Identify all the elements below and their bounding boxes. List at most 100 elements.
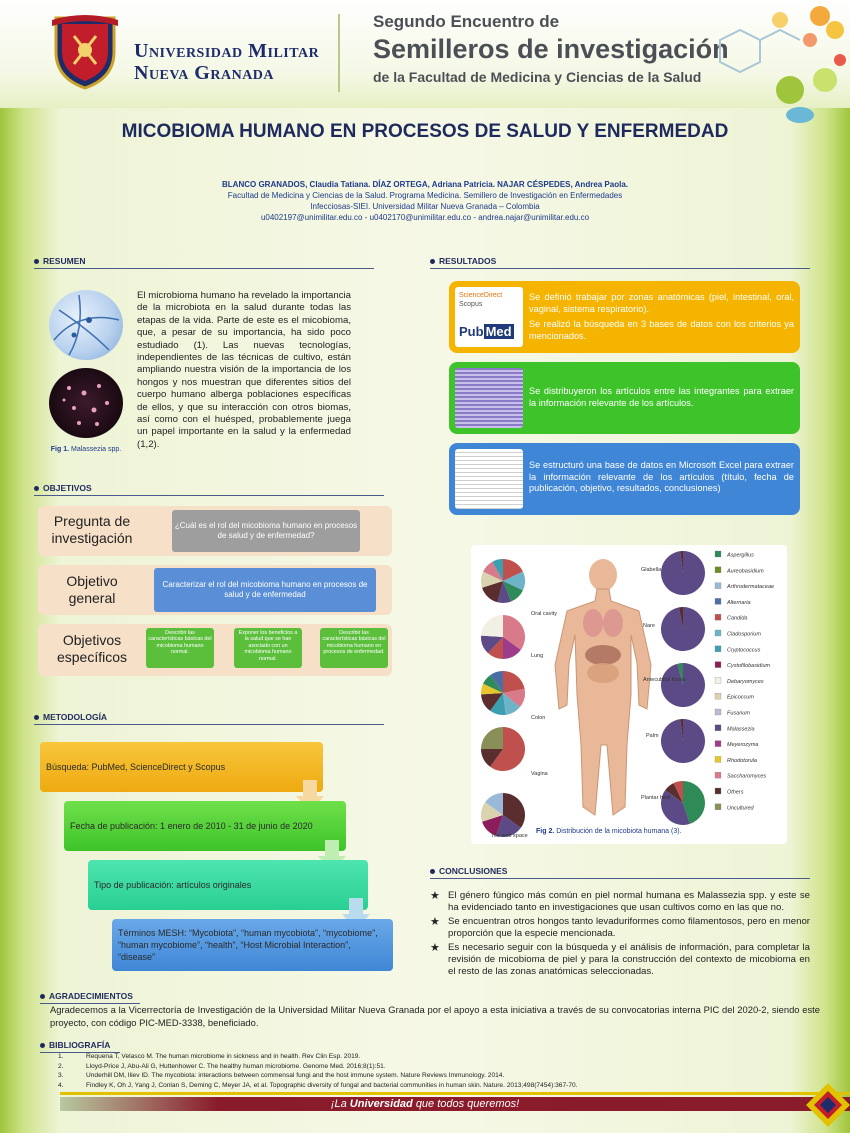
pie-slice [490, 727, 525, 771]
pie-slice [677, 663, 683, 685]
pie-slice [481, 615, 503, 637]
corner-decoration [806, 1083, 850, 1127]
footer-stripe [60, 1092, 850, 1095]
poster-title: MICOBIOMA HUMANO EN PROCESOS DE SALUD Y … [121, 121, 729, 142]
method-step-1: Búsqueda: PubMed, ScienceDirect y Scopus [40, 742, 323, 792]
pie-slice [482, 815, 503, 836]
method-step-4: Términos MESH: “Mycobiota”, “human mycob… [112, 919, 393, 971]
affiliation-1: Facultad de Medicina y Ciencias de la Sa… [227, 191, 623, 200]
bullet-icon [40, 1043, 45, 1049]
resumen-text: El microbioma humano ha revelado la impo… [137, 290, 351, 450]
pie-slice [503, 559, 523, 581]
reference-item: 1.Requena T, Velasco M. The human microb… [58, 1053, 361, 1060]
excel-database-thumbnail [455, 449, 523, 509]
pie-slice [665, 783, 683, 803]
results-box-2: Se distribuyeron los artículos entre las… [449, 362, 800, 434]
conclusions-list: ★El género fúngico más común en piel nor… [430, 890, 810, 980]
pie-slice [481, 635, 503, 654]
pie-slice [481, 749, 503, 767]
section-agradecimientos: AGRADECIMIENTOS [40, 991, 140, 1004]
pie-slice [683, 781, 705, 824]
pie-slice [482, 581, 503, 603]
pie-slice [503, 671, 525, 693]
specific-objective-3: Describir las características básicas de… [320, 628, 388, 668]
objective-row-question: Pregunta de investigación ¿Cuál es el ro… [38, 506, 392, 556]
bullet-icon [34, 715, 39, 721]
pie-slice [490, 693, 506, 715]
legend-swatch [714, 550, 722, 558]
malassezia-micrograph-blue [49, 290, 123, 360]
pie-slice [483, 561, 503, 581]
article-list-thumbnail [455, 368, 523, 428]
question-box: ¿Cuál es el rol del micobioma humano en … [172, 510, 360, 552]
body-site-label: Palm [646, 733, 659, 739]
reference-item: 4.Findley K, Oh J, Yang J, Conlan S, Dem… [58, 1081, 578, 1089]
poster-footer: ¡La Universidad que todos queremos! [0, 1083, 850, 1133]
legend-label: Aureobasidium [726, 568, 764, 574]
legend-label: Meyerozyma [727, 742, 758, 748]
pie-slice [481, 571, 503, 588]
question-label: Pregunta de investigación [51, 513, 133, 546]
university-shield-logo [52, 15, 118, 90]
pie-slice [487, 637, 503, 659]
legend-swatch [714, 803, 722, 810]
section-resultados: RESULTADOS [430, 256, 810, 269]
pie-slice [485, 793, 503, 815]
legend-label: Arthrodermataceae [726, 584, 774, 590]
legend-label: Rhodotorula [727, 758, 757, 764]
specific-objectives-label: Objetivos específicos [56, 632, 128, 665]
event-title: Segundo Encuentro de Semilleros de inves… [373, 12, 729, 85]
body-site-label: Vagina [531, 771, 549, 777]
section-objetivos: OBJETIVOS [34, 483, 384, 496]
legend-label: Cystofilobasidium [727, 663, 771, 669]
section-bibliografia: BIBLIOGRAFÍA [40, 1040, 120, 1053]
pie-slice [503, 581, 523, 602]
legend-label: Malassezia [727, 726, 755, 732]
legend-label: Others [727, 790, 744, 796]
bullet-icon [34, 486, 39, 492]
legend-swatch [714, 629, 722, 637]
general-objective-label: Objetivo general [66, 573, 118, 606]
pie-slice [497, 581, 512, 603]
pie-slice [661, 719, 706, 763]
pie-slice [503, 637, 521, 659]
reference-item: 3.Underhill DM, Iliev ID. The mycobiota:… [58, 1072, 505, 1080]
legend-label: Epicoccum [727, 695, 754, 701]
legend-label: Cryptococcus [727, 647, 761, 653]
conclusion-item: ★Es necesario seguir con la búsqueda y e… [430, 941, 810, 978]
bullet-icon [40, 994, 45, 1000]
section-resumen: RESUMEN [34, 256, 374, 269]
legend-swatch [714, 614, 722, 621]
molecule-decoration [719, 6, 846, 123]
pie-slice [503, 688, 525, 708]
author-emails: u0402197@unimilitar.edu.co - u0402170@un… [260, 213, 590, 222]
objective-row-specific: Objetivos específicos Describir las cara… [38, 624, 392, 676]
legend-swatch [714, 724, 722, 731]
legend-label: Alternaria [726, 600, 751, 606]
general-objective-box: Caracterizar el rol del micobioma humano… [154, 568, 376, 612]
pie-slice [673, 781, 683, 803]
body-site-label: Plantar heel [641, 795, 670, 801]
legend-swatch [714, 708, 722, 716]
pie-slice [503, 615, 525, 650]
legend-swatch [714, 693, 722, 700]
objective-row-general: Objetivo general Caracterizar el rol del… [38, 565, 392, 615]
body-site-label: Nare [643, 623, 655, 629]
bullet-icon [34, 259, 39, 265]
pie-slice [503, 693, 520, 715]
footer-bar [60, 1097, 850, 1111]
results-box-3: Se estructuró una base de datos en Micro… [449, 443, 800, 515]
acknowledgements-text: Agradecemos a la Vicerrectoría de Invest… [50, 1004, 820, 1028]
legend-label: Debaryomyces [727, 679, 764, 685]
legend-swatch [714, 740, 722, 747]
body-site-label: Toe web space [491, 833, 528, 839]
pie-slice [481, 693, 503, 711]
reference-item: 2.Lloyd-Price J, Abu-Ali G, Huttenhower … [58, 1062, 386, 1070]
author-names: BLANCO GRANADOS, Claudia Tatiana. DÍAZ O… [222, 180, 628, 189]
legend-label: Aspergillus [726, 553, 754, 559]
pie-slice [503, 793, 525, 828]
legend-label: Uncultured [727, 805, 755, 811]
